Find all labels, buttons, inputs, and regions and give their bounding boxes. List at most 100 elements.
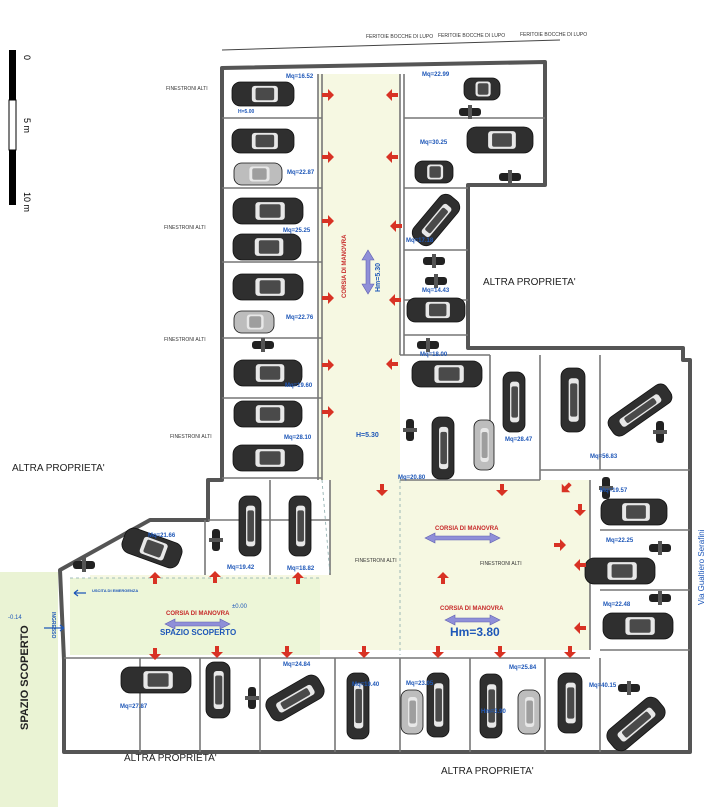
- car-icon: [121, 527, 183, 569]
- area-label: Mq=24.84: [283, 662, 311, 668]
- car-icon: [473, 419, 495, 471]
- window-label-5: FINESTRONI ALTI: [355, 558, 397, 564]
- entry-arrow-icon: [281, 646, 293, 658]
- aisle-vertical-floor: [318, 74, 400, 480]
- area-label: Mq=18.82: [287, 566, 315, 572]
- exit-arrow: [73, 589, 86, 597]
- neighbor-label-bottom-right: ALTRA PROPRIETA': [441, 766, 534, 777]
- entry-arrow-icon: [322, 406, 334, 418]
- motorbike-icon: [425, 274, 447, 288]
- car-icon: [607, 383, 673, 437]
- emergency-exit-label: USCITA DI EMERGENZA: [92, 588, 138, 593]
- motorbike-icon: [649, 541, 671, 555]
- height-labels: Hm=5.30 Hm=3.80 H=5.30 H=5.00 Hm=3.90: [238, 109, 507, 715]
- car-icon: [463, 77, 501, 101]
- car-icon: [233, 359, 303, 387]
- motorbike-icon: [599, 477, 613, 499]
- entry-arrow-icon: [494, 646, 506, 658]
- area-label: Mq=23.05: [406, 681, 434, 687]
- car-icon: [233, 162, 283, 186]
- entry-arrow-icon: [574, 504, 586, 516]
- entry-arrow-icon: [358, 646, 370, 658]
- car-icon: [414, 160, 454, 184]
- area-label: Mq=22.76: [286, 315, 314, 321]
- entrance-label: INGRESSO: [50, 612, 56, 639]
- vent-label-1: FERITOIE BOCCHE DI LUPO: [366, 34, 433, 40]
- aisle-label-vertical: CORSIA DI MANOVRA: [342, 234, 348, 298]
- motorbike-icon: [417, 338, 439, 352]
- window-label-4: FINESTRONI ALTI: [170, 434, 212, 440]
- vent-label-3: FERITOIE BOCCHE DI LUPO: [520, 32, 587, 38]
- car-icon: [232, 273, 304, 301]
- open-space-labels: SPAZIO SCOPERTO SPAZIO SCOPERTO: [19, 625, 236, 730]
- scale-bar: 0 5 m 10 m: [8, 50, 32, 212]
- area-label: Mq=21.66: [148, 533, 176, 539]
- area-label: Mq=22.48: [603, 602, 631, 608]
- entry-arrow-icon: [322, 89, 334, 101]
- walls: [58, 60, 692, 754]
- car-icon: [238, 495, 262, 557]
- car-icon: [517, 689, 541, 735]
- motorbike-icon: [423, 254, 445, 268]
- motorbike-icon: [459, 105, 481, 119]
- entry-arrow-icon: [390, 220, 402, 232]
- area-label: Mq=25.84: [509, 665, 537, 671]
- area-label: Mq=20.80: [398, 475, 426, 481]
- car-icon: [602, 612, 674, 640]
- area-label: Mq=19.60: [285, 383, 313, 389]
- motorbike-icon: [73, 558, 95, 572]
- motorbike-icon: [252, 338, 274, 352]
- car-icon: [231, 128, 295, 154]
- motorbike-icon: [403, 419, 417, 441]
- car-icon: [232, 197, 304, 225]
- car-icon: [600, 498, 668, 526]
- entry-arrow-icon: [322, 151, 334, 163]
- motorbike-icon: [618, 681, 640, 695]
- neighbor-labels: ALTRA PROPRIETA' ALTRA PROPRIETA' ALTRA …: [12, 277, 576, 777]
- car-icon: [205, 661, 231, 719]
- aisle-edges: [70, 479, 401, 655]
- entry-arrow-icon: [211, 646, 223, 658]
- vent-label-2: FERITOIE BOCCHE DI LUPO: [438, 33, 505, 39]
- area-label: Mq=27.87: [120, 704, 148, 710]
- entry-arrow-icon: [322, 292, 334, 304]
- car-icon: [231, 81, 295, 107]
- open-space-outside: [0, 572, 58, 807]
- entry-arrow-icon: [574, 622, 586, 634]
- parked-cars: [73, 77, 674, 752]
- area-labels: Mq=16.52 Mq=22.99 Mq=30.25 Mq=22.87 Mq=2…: [120, 72, 634, 710]
- car-icon: [265, 674, 325, 722]
- car-icon: [502, 371, 526, 433]
- scale-tick-0: 0: [22, 55, 32, 60]
- area-label: Mq=19.57: [600, 488, 628, 494]
- car-icon: [120, 666, 192, 694]
- open-court-floor: [70, 578, 320, 655]
- floor-fills: [0, 74, 590, 807]
- entry-arrow-icon: [322, 215, 334, 227]
- car-icon: [584, 557, 656, 585]
- motorbike-icon: [209, 529, 223, 551]
- height-lower-aisle: Hm=3.80: [450, 625, 500, 639]
- entry-arrows: [149, 89, 586, 660]
- car-icon: [400, 689, 424, 735]
- window-label-3: FINESTRONI ALTI: [164, 337, 206, 343]
- aisle-labels: CORSIA DI MANOVRA CORSIA DI MANOVRA CORS…: [166, 234, 504, 617]
- entry-arrow-icon: [432, 646, 444, 658]
- area-label: Mq=22.99: [422, 72, 450, 78]
- area-label: Mq=22.25: [606, 538, 634, 544]
- elevation-outside: -0.14: [8, 615, 22, 621]
- entry-arrow-icon: [149, 648, 161, 660]
- area-label: Mq=16.52: [286, 74, 314, 80]
- window-label-6: FINESTRONI ALTI: [480, 561, 522, 567]
- motorbike-icon: [653, 421, 667, 443]
- entry-arrow-icon: [574, 559, 586, 571]
- entry-arrow-icon: [149, 572, 161, 584]
- window-labels: FINESTRONI ALTI FINESTRONI ALTI FINESTRO…: [164, 86, 522, 567]
- open-space-inner-label: SPAZIO SCOPERTO: [160, 628, 236, 637]
- motorbike-icon: [649, 591, 671, 605]
- elevation-level: ±0.00: [232, 604, 248, 610]
- car-icon: [233, 400, 303, 428]
- area-label: Mq=17.18: [406, 238, 434, 244]
- entry-arrow-icon: [386, 358, 398, 370]
- motorbike-icon: [245, 687, 259, 709]
